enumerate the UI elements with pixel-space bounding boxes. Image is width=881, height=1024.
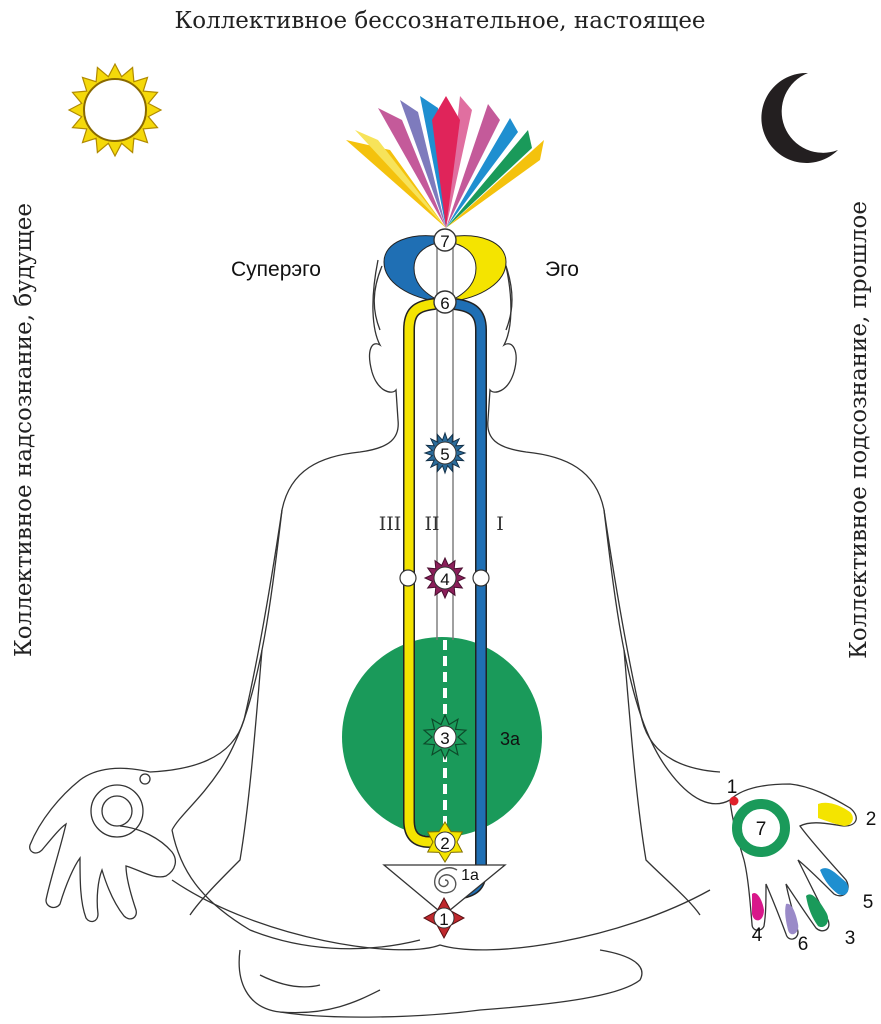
- chakra-label-2: 2: [440, 834, 449, 853]
- finger-label-2: 2: [866, 809, 877, 830]
- finger-label-3: 3: [845, 928, 856, 949]
- sahasrara-petals: [346, 96, 544, 228]
- right-heart-node: [473, 570, 489, 586]
- superego-crescent: [384, 236, 442, 302]
- right-side-label: Коллективное подсознание, прошлое: [846, 201, 872, 659]
- ego-crescent: [448, 236, 506, 302]
- dot-label-1: 1: [727, 777, 738, 798]
- left-side-label: Коллективное надсознание, будущее: [11, 203, 37, 657]
- channel-label-III: III: [379, 513, 402, 535]
- diagram-title: Коллективное бессознательное, настоящее: [174, 8, 705, 34]
- chakra-label-1a: 1a: [461, 867, 479, 884]
- superego-label: Суперэго: [231, 258, 321, 281]
- finger-label-4: 4: [752, 925, 763, 946]
- chakra-label-3a: 3a: [500, 729, 521, 749]
- palm-label-7: 7: [756, 819, 767, 840]
- left-hand: [30, 768, 176, 921]
- finger-label-5: 5: [863, 892, 874, 913]
- chakra-label-1: 1: [439, 910, 448, 929]
- chakra-label-6: 6: [440, 294, 449, 313]
- crescent-moon-icon: [761, 73, 838, 163]
- channel-label-II: II: [424, 513, 439, 535]
- chakra-label-3: 3: [440, 729, 449, 748]
- chakra-label-5: 5: [440, 445, 449, 464]
- chakra-label-4: 4: [440, 570, 449, 589]
- sun-icon: [69, 64, 161, 156]
- chakra-label-7: 7: [440, 232, 449, 251]
- finger-label-6: 6: [798, 934, 809, 955]
- channel-label-I: I: [496, 513, 504, 535]
- ego-label: Эго: [545, 258, 579, 281]
- left-heart-node: [400, 570, 416, 586]
